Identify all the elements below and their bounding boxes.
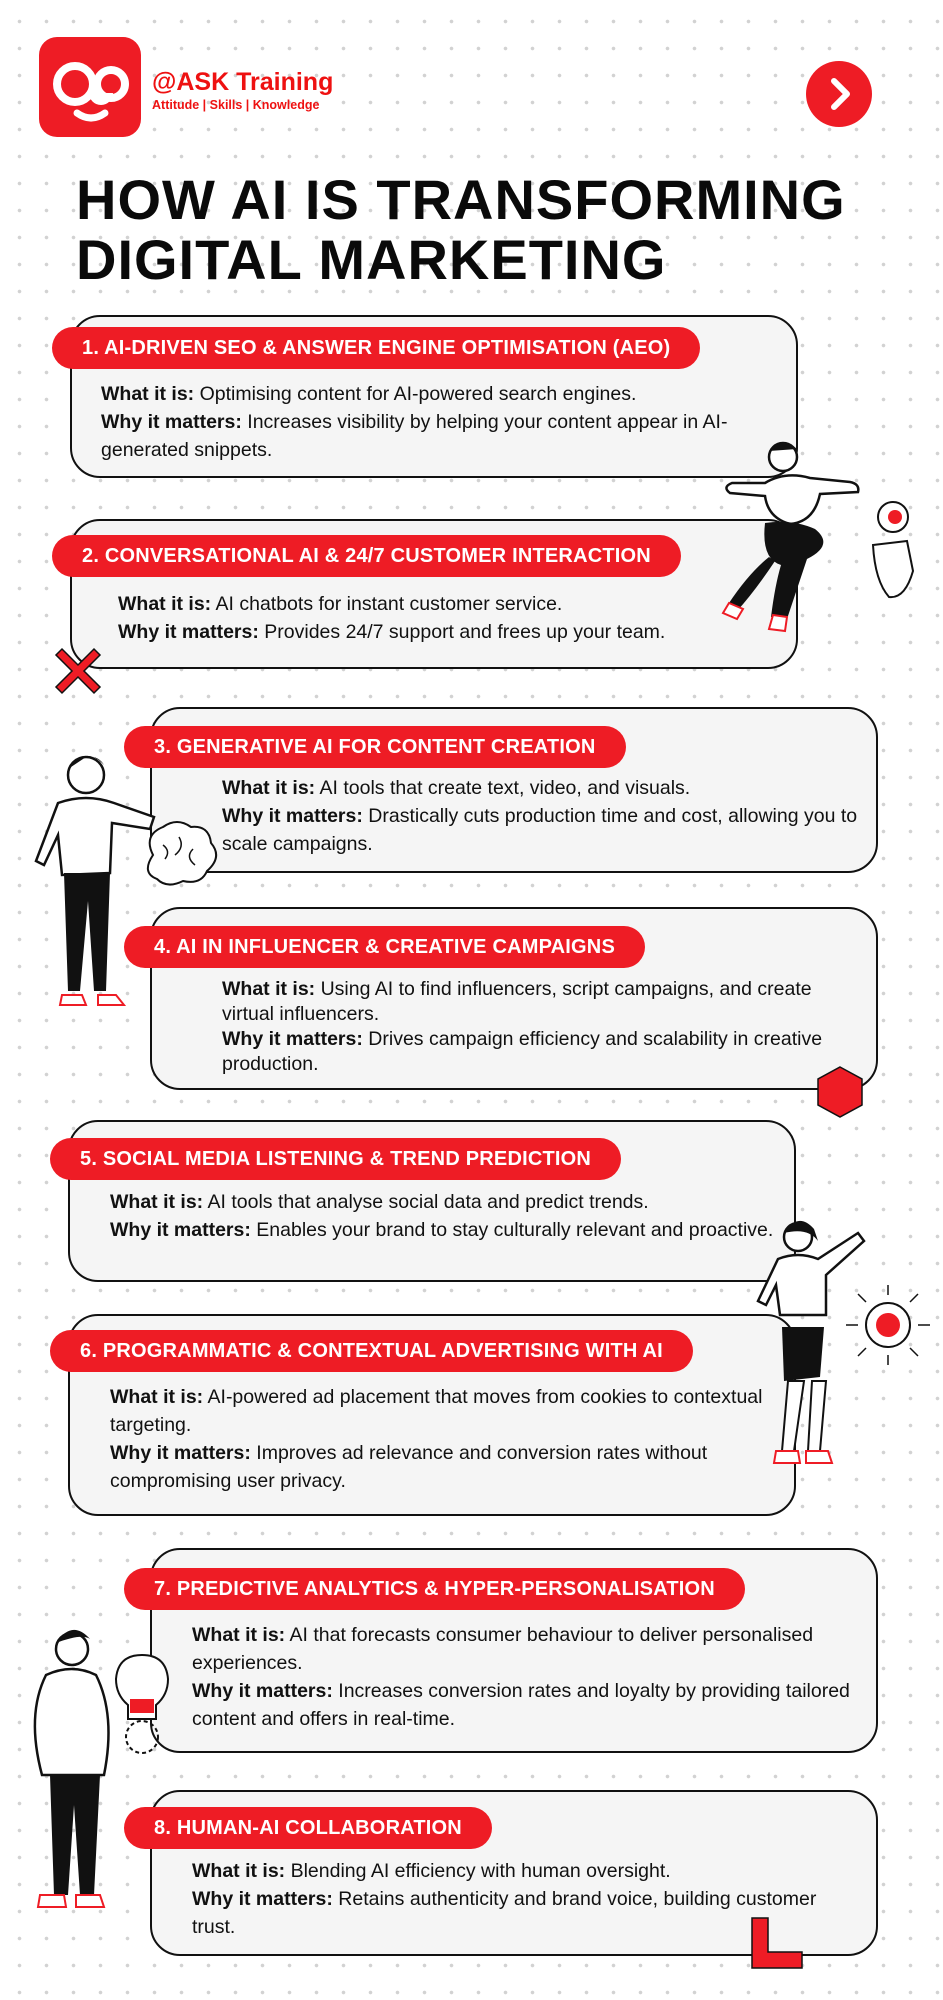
section-heading-8: 8. HUMAN-AI COLLABORATION (124, 1807, 492, 1849)
jumping-person-illustration (665, 435, 925, 730)
what-text: AI chatbots for instant customer service… (215, 593, 563, 615)
what-label: What it is: (110, 1386, 204, 1408)
why-label: Why it matters: (101, 411, 242, 433)
why-text: Provides 24/7 support and frees up your … (264, 621, 666, 643)
section-heading-6: 6. PROGRAMMATIC & CONTEXTUAL ADVERTISING… (50, 1330, 693, 1372)
why-text: Increases visibility by helping your con… (101, 411, 728, 461)
section-heading-5: 5. SOCIAL MEDIA LISTENING & TREND PREDIC… (50, 1138, 622, 1180)
x-mark-icon (52, 645, 104, 697)
why-text: Increases conversion rates and loyalty b… (192, 1680, 850, 1730)
what-label: What it is: (118, 593, 212, 615)
what-label: What it is: (110, 1191, 204, 1213)
section-heading-4: 4. AI IN INFLUENCER & CREATIVE CAMPAIGNS (124, 926, 645, 968)
what-text: Blending AI efficiency with human oversi… (290, 1860, 671, 1882)
hexagon-icon (815, 1065, 865, 1119)
why-label: Why it matters: (110, 1442, 251, 1464)
why-text: Improves ad relevance and conversion rat… (110, 1442, 708, 1492)
why-text: Drives campaign efficiency and scalabili… (222, 1028, 823, 1075)
corner-bracket-icon (748, 1914, 806, 1972)
next-button[interactable] (806, 61, 872, 127)
why-text: Drastically cuts production time and cos… (222, 805, 858, 855)
why-label: Why it matters: (118, 621, 259, 643)
what-text: AI that forecasts consumer behaviour to … (192, 1624, 814, 1674)
why-text: Enables your brand to stay culturally re… (256, 1219, 774, 1241)
why-label: Why it matters: (110, 1219, 251, 1241)
section-body-7: What it is: AI that forecasts consumer b… (192, 1621, 872, 1733)
section-heading-7: 7. PREDICTIVE ANALYTICS & HYPER-PERSONAL… (124, 1568, 745, 1610)
title-line-1: HOW AI IS TRANSFORMING (76, 168, 846, 231)
what-label: What it is: (192, 1860, 286, 1882)
why-label: Why it matters: (222, 805, 363, 827)
idea-man-illustration (12, 1625, 192, 1925)
section-body-2: What it is: AI chatbots for instant cust… (118, 590, 798, 646)
chevron-right-icon (831, 78, 850, 110)
section-heading-1: 1. AI-DRIVEN SEO & ANSWER ENGINE OPTIMIS… (52, 327, 701, 369)
section-body-1: What it is: Optimising content for AI-po… (101, 380, 781, 464)
why-label: Why it matters: (192, 1888, 333, 1910)
what-label: What it is: (222, 978, 316, 1000)
what-label: What it is: (222, 777, 316, 799)
thumbs-up-person-illustration (18, 745, 228, 1025)
what-label: What it is: (192, 1624, 286, 1646)
pointing-woman-illustration (748, 1215, 938, 1505)
why-label: Why it matters: (222, 1028, 363, 1050)
why-label: Why it matters: (192, 1680, 333, 1702)
why-text: Retains authenticity and brand voice, bu… (192, 1888, 817, 1938)
section-body-8: What it is: Blending AI efficiency with … (192, 1857, 852, 1941)
what-text: AI-powered ad placement that moves from … (110, 1386, 763, 1436)
brand-tagline: Attitude | Skills | Knowledge (152, 98, 320, 112)
section-heading-2: 2. CONVERSATIONAL AI & 24/7 CUSTOMER INT… (52, 535, 681, 577)
section-body-6: What it is: AI-powered ad placement that… (110, 1383, 790, 1495)
brand-name: @ASK Training (152, 68, 334, 96)
logo-mark-icon (53, 62, 129, 122)
section-body-4: What it is: Using AI to find influencers… (222, 977, 862, 1077)
what-text: AI tools that analyse social data and pr… (207, 1191, 649, 1213)
what-text: Optimising content for AI-powered search… (199, 383, 637, 405)
section-heading-3: 3. GENERATIVE AI FOR CONTENT CREATION (124, 726, 626, 768)
page-title: HOW AI IS TRANSFORMING DIGITAL MARKETING (76, 170, 846, 290)
what-text: AI tools that create text, video, and vi… (319, 777, 691, 799)
what-text: Using AI to find influencers, script cam… (222, 978, 812, 1025)
title-line-2: DIGITAL MARKETING (76, 228, 667, 291)
what-label: What it is: (101, 383, 195, 405)
section-body-3: What it is: AI tools that create text, v… (222, 774, 862, 858)
section-body-5: What it is: AI tools that analyse social… (110, 1188, 790, 1244)
brand-logo (39, 37, 141, 137)
